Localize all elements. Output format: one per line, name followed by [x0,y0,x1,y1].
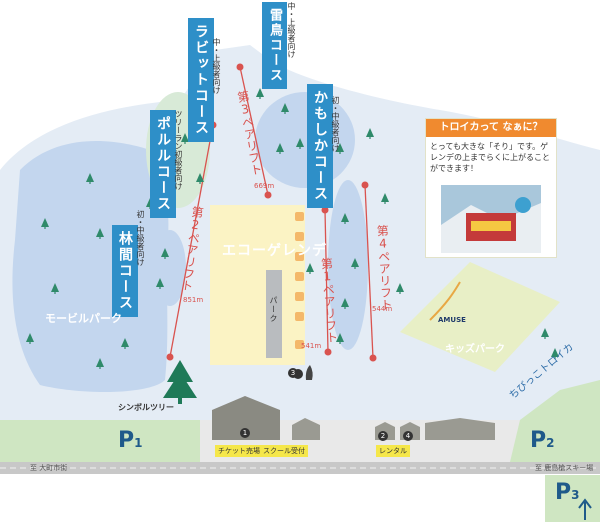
lift-station [321,206,329,214]
lantern-row [295,212,304,349]
small-building [292,418,320,440]
course-kaminari-note: 中・上級者向け [287,2,296,58]
p3-number: 3 [571,488,580,502]
course-rabbit-tag[interactable]: ラビットコース [188,18,214,142]
mogul-park-area [12,141,169,392]
park-label: パーク [269,296,278,323]
facility-marker-2[interactable]: 2 [378,431,388,441]
troika-info-box: トロイカって なぁに？ とっても大きな「そり」です。ゲレンデの上までらくに上がる… [425,118,557,258]
lift-3-length: 669m [254,182,275,190]
school-tag[interactable]: スクール受付 [260,445,308,457]
lift-2-length: 851m [183,296,204,304]
parking-p1 [0,420,200,462]
p3-letter: P [555,480,572,505]
lift-station [361,181,369,189]
echo-gelande-label: エコーゲレンデ [222,243,327,259]
lift-station [264,191,272,199]
mogul-park-label: モービルパーク [45,312,122,325]
kamoshika-area [255,92,355,188]
symbol-tree-icon [163,360,197,404]
symbol-tree-label: シンボルツリー [118,403,174,412]
course-kaminari-tag[interactable]: 雷鳥コース [262,2,287,89]
lift-line-4 [364,184,374,359]
parking-p2-label[interactable]: P2 [530,428,554,453]
park-strip [266,270,282,358]
right-blue-area [328,180,368,350]
p2-letter: P [530,428,547,453]
troika-path [429,281,461,321]
parking-p3-label[interactable]: P3 [555,480,579,505]
bonfire-icon [305,365,313,380]
lodge-building [212,396,280,440]
lift-4-length: 544m [372,305,393,313]
rental-tag[interactable]: レンタル [376,445,410,457]
rental-building [425,418,495,440]
course-rabbit-note: 中・上級者向け [212,38,221,94]
amuse-label: AMUSE [438,316,466,324]
lift-line-1 [324,209,329,353]
p1-number: 1 [134,436,143,450]
lift-station [236,63,244,71]
p1-letter: P [118,428,135,453]
troika-info-text: とっても大きな「そり」です。ゲレンデの上までらくに上がることができます！ [430,142,550,173]
troika-photo [441,185,541,253]
facility-marker-3[interactable]: 3 [288,368,298,378]
facility-marker-4[interactable]: 4 [403,431,413,441]
parking-p2 [510,380,600,462]
parking-p1-label[interactable]: P1 [118,428,142,453]
p3-arrow-icon [578,498,592,520]
course-poruru-note: ツリーラン初級者向け [174,110,183,190]
course-rinkan-note: 初・中級者向け [136,210,145,266]
lift-station [324,348,332,356]
kids-park-label: キッズパーク [445,344,505,355]
lift-station [166,353,174,361]
troika-info-title: トロイカって なぁに？ [426,119,556,137]
course-kamoshika-tag[interactable]: かもしかコース [307,84,333,208]
lift-line-2 [169,124,214,358]
lift-line-3 [239,66,269,196]
echo-gelande-area [210,205,305,365]
course-rinkan-tag[interactable]: 林間コース [112,225,138,317]
lift-1-length: 541m [301,342,322,350]
kids-park-area [400,262,560,372]
course-kamoshika-note: 初・中級者向け [331,96,340,152]
facility-marker-1[interactable]: 1 [240,428,250,438]
p2-number: 2 [546,436,555,450]
road-right-label: 至 鹿島槍スキー場 [535,464,594,472]
parking-p3 [545,475,600,522]
road-left-label: 至 大町市街 [30,464,68,472]
lift-station [369,354,377,362]
ticket-tag[interactable]: チケット売場 [215,445,263,457]
course-poruru-tag[interactable]: ポルルコース [150,110,176,218]
